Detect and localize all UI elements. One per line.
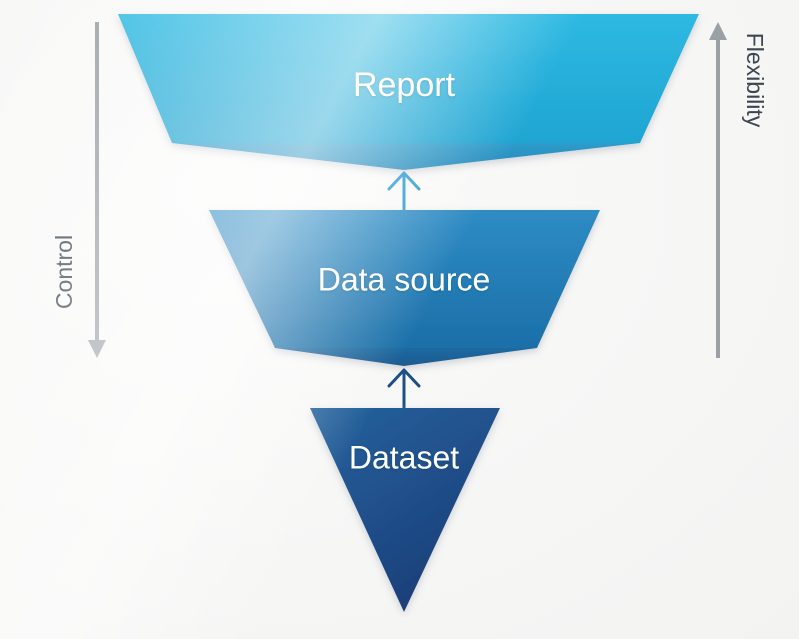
data-source-body-shape [209, 210, 600, 348]
control-axis-label: Control [51, 235, 77, 309]
data-source-label: Data source [318, 261, 491, 297]
arrow-up-icon [387, 368, 421, 388]
dataset-label: Dataset [349, 439, 459, 475]
connector-dataset-to-data-source [387, 368, 421, 410]
arrow-down-icon [88, 340, 106, 358]
arrow-up-icon [709, 22, 727, 40]
data-source-fold-shape [275, 348, 537, 366]
flexibility-axis-label: Flexibility [742, 33, 768, 128]
report-fold-shape [172, 143, 640, 170]
dataset-body-shape [310, 408, 500, 612]
funnel-stage-dataset[interactable]: Dataset [310, 408, 500, 612]
connector-data-source-to-report [387, 171, 421, 213]
report-label: Report [353, 66, 456, 104]
funnel-stage-report[interactable]: Report [118, 14, 699, 170]
report-body-shape [118, 14, 699, 143]
funnel-stage-data-source[interactable]: Data source [209, 210, 600, 366]
arrow-up-icon [387, 171, 421, 191]
control-axis: Control [51, 22, 106, 358]
flexibility-axis: Flexibility [709, 22, 768, 358]
